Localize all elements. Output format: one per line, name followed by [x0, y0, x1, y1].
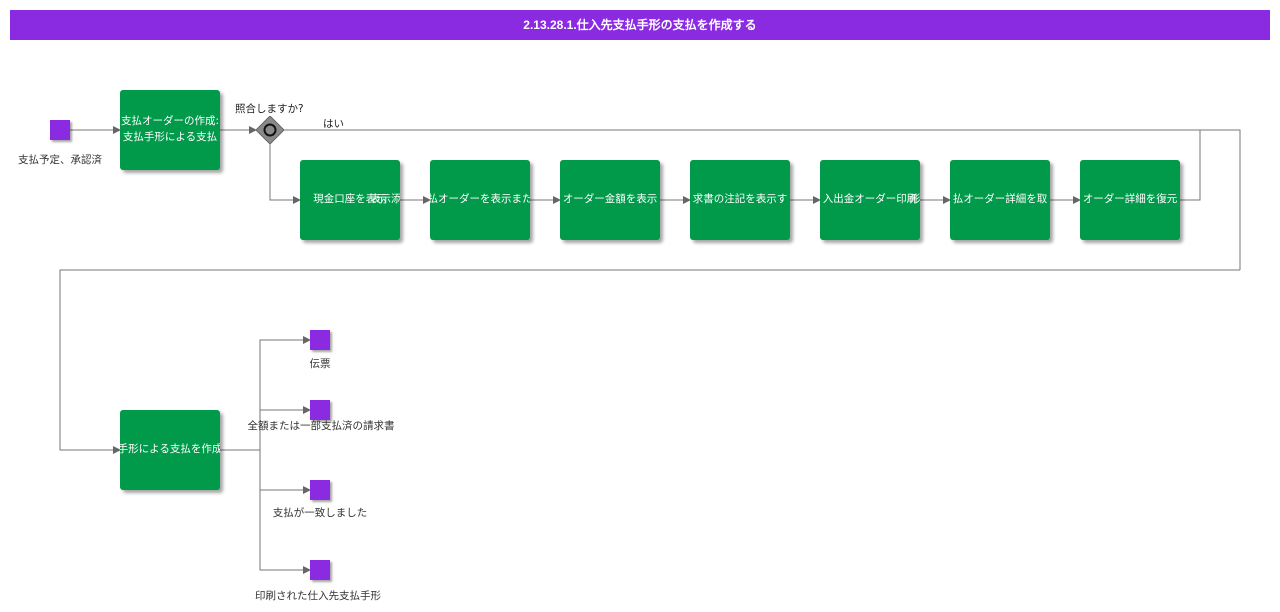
- task-print-inout-order-label: 入出金オーダー印刷: [822, 193, 918, 206]
- flow-payment-to-voucher: [220, 336, 311, 451]
- task-show-cash-account[interactable]: 現金口座を表示 表示添: [300, 160, 400, 240]
- end-artifact-voucher-label: 伝票: [309, 358, 331, 370]
- task-show-payment-order[interactable]: 払オーダーを表示また: [430, 160, 530, 240]
- task-show-order-amount[interactable]: オーダー金額を表示: [560, 160, 660, 240]
- end-artifact-matched[interactable]: [310, 480, 330, 500]
- task-show-invoice-note-label: 求書の注記を表示す: [692, 193, 788, 206]
- match-gateway[interactable]: [256, 116, 284, 144]
- task-create-payment-order-line1: 支払オーダーの作成:: [120, 115, 220, 128]
- task-show-order-amount-label: オーダー金額を表示: [562, 193, 658, 206]
- task-show-cash-account-label: 現金口座を表示: [313, 193, 387, 206]
- start-artifact-label: 支払予定、承認済: [18, 154, 102, 166]
- task-restore-order-detail[interactable]: オーダー詳細を復元: [1080, 160, 1180, 240]
- flow-payment-to-printed: [259, 490, 311, 574]
- page-title: 2.13.28.1.仕入先支払手形の支払を作成する: [10, 10, 1270, 40]
- flow-restore-to-merge: [1180, 130, 1201, 201]
- gateway-question: 照合しますか?: [235, 103, 304, 115]
- end-artifact-voucher[interactable]: [310, 330, 330, 350]
- task-show-invoice-note[interactable]: 求書の注記を表示す: [690, 160, 790, 240]
- task-print-inout-order-overlap: 形: [910, 193, 920, 205]
- flow-payment-to-matched: [259, 450, 311, 494]
- task-show-cash-account-overlap: 表示添: [370, 193, 400, 205]
- task-create-note-payment-label: 手形による支払を作成: [120, 443, 220, 456]
- task-create-note-payment[interactable]: 手形による支払を作成: [120, 410, 220, 490]
- task-print-inout-order[interactable]: 入出金オーダー印刷 形: [820, 160, 920, 240]
- end-artifact-printed-note-label: 印刷された仕入先支払手形: [255, 590, 381, 602]
- flow-gateway-to-show-cash: [269, 144, 301, 204]
- end-artifact-matched-label: 支払が一致しました: [272, 507, 368, 519]
- end-artifact-invoice-label: 全額または一部支払済の請求書: [247, 420, 395, 432]
- task-create-payment-order-line2: 支払手形による支払: [122, 131, 218, 143]
- task-restore-order-detail-label: オーダー詳細を復元: [1082, 193, 1178, 206]
- circle-icon: [263, 123, 277, 137]
- end-artifact-invoice[interactable]: [310, 400, 330, 420]
- task-get-order-detail-label: 払オーダー詳細を取: [952, 193, 1048, 206]
- flow-gateway-yes: [284, 129, 1241, 270]
- gateway-yes-label: はい: [323, 118, 344, 130]
- task-get-order-detail[interactable]: 払オーダー詳細を取: [950, 160, 1050, 240]
- task-show-payment-order-label: 払オーダーを表示また: [430, 193, 530, 206]
- task-create-payment-order[interactable]: 支払オーダーの作成: 支払手形による支払: [120, 90, 220, 170]
- end-artifact-printed-note[interactable]: [310, 560, 330, 580]
- start-artifact[interactable]: [50, 120, 70, 140]
- flow-loop-to-create-payment: [59, 269, 1240, 454]
